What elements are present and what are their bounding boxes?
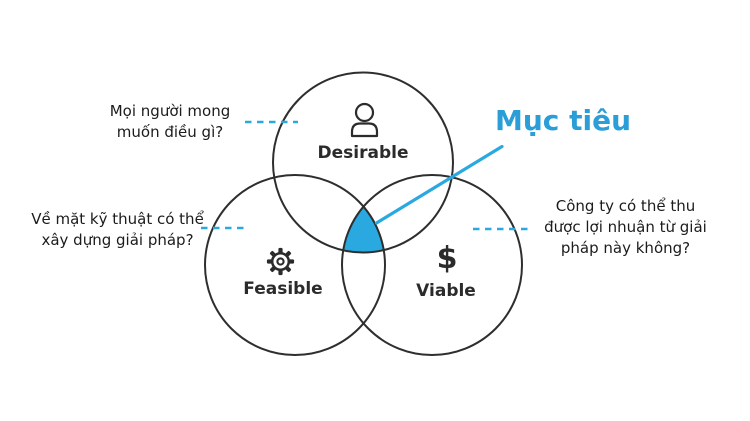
annotation-feasible: Về mặt kỹ thuật có thể xây dựng giải phá…: [15, 209, 220, 251]
person-icon: [350, 102, 379, 138]
desirable-label: Desirable: [317, 143, 409, 163]
viable-circle: [341, 174, 523, 356]
desirable-circle: [272, 71, 454, 254]
goal-title: Mục tiêu: [495, 104, 632, 137]
annotation-line: muốn điều gì?: [116, 123, 224, 141]
annotation-line: được lợi nhuận từ giải: [544, 218, 707, 236]
feasible-label: Feasible: [243, 279, 323, 299]
annotation-line: Về mặt kỹ thuật có thể: [31, 210, 204, 228]
goal-pointer-line: [374, 144, 504, 225]
annotation-viable: Công ty có thể thu được lợi nhuận từ giả…: [523, 196, 728, 259]
annotation-line: pháp này không?: [560, 239, 691, 257]
annotation-line: Công ty có thể thu: [555, 197, 696, 215]
dollar-icon: $: [436, 241, 458, 276]
gear-icon: [266, 247, 295, 276]
annotation-desirable: Mọi người mong muốn điều gì?: [70, 101, 270, 143]
feasible-circle: [204, 174, 386, 356]
triple-overlap-region: [343, 206, 384, 254]
annotation-line: xây dựng giải pháp?: [41, 231, 194, 249]
annotation-line: Mọi người mong: [109, 102, 231, 120]
viable-label: Viable: [416, 281, 476, 301]
